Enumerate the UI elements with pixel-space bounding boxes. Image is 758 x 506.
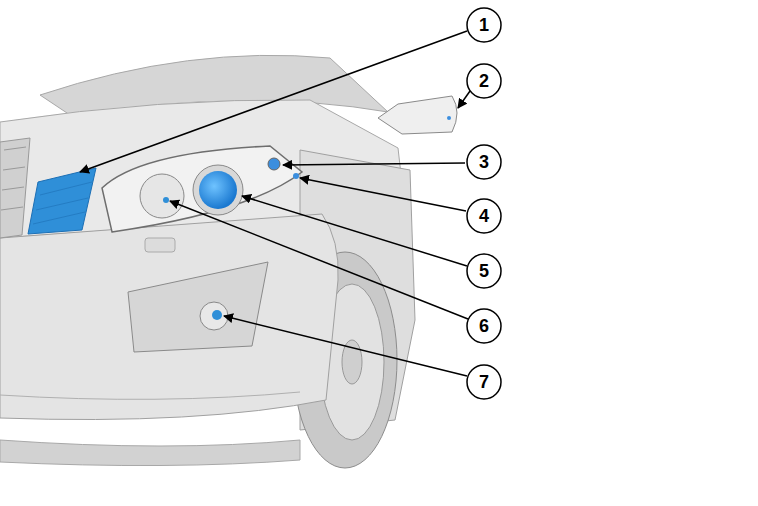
callout-number: 6 — [469, 314, 499, 338]
callout-number: 4 — [469, 204, 499, 228]
callout-number: 3 — [469, 150, 499, 174]
callout-number: 5 — [469, 259, 499, 283]
callout-number: 1 — [469, 13, 499, 37]
callout-number: 2 — [469, 69, 499, 93]
callout-number: 7 — [469, 370, 499, 394]
